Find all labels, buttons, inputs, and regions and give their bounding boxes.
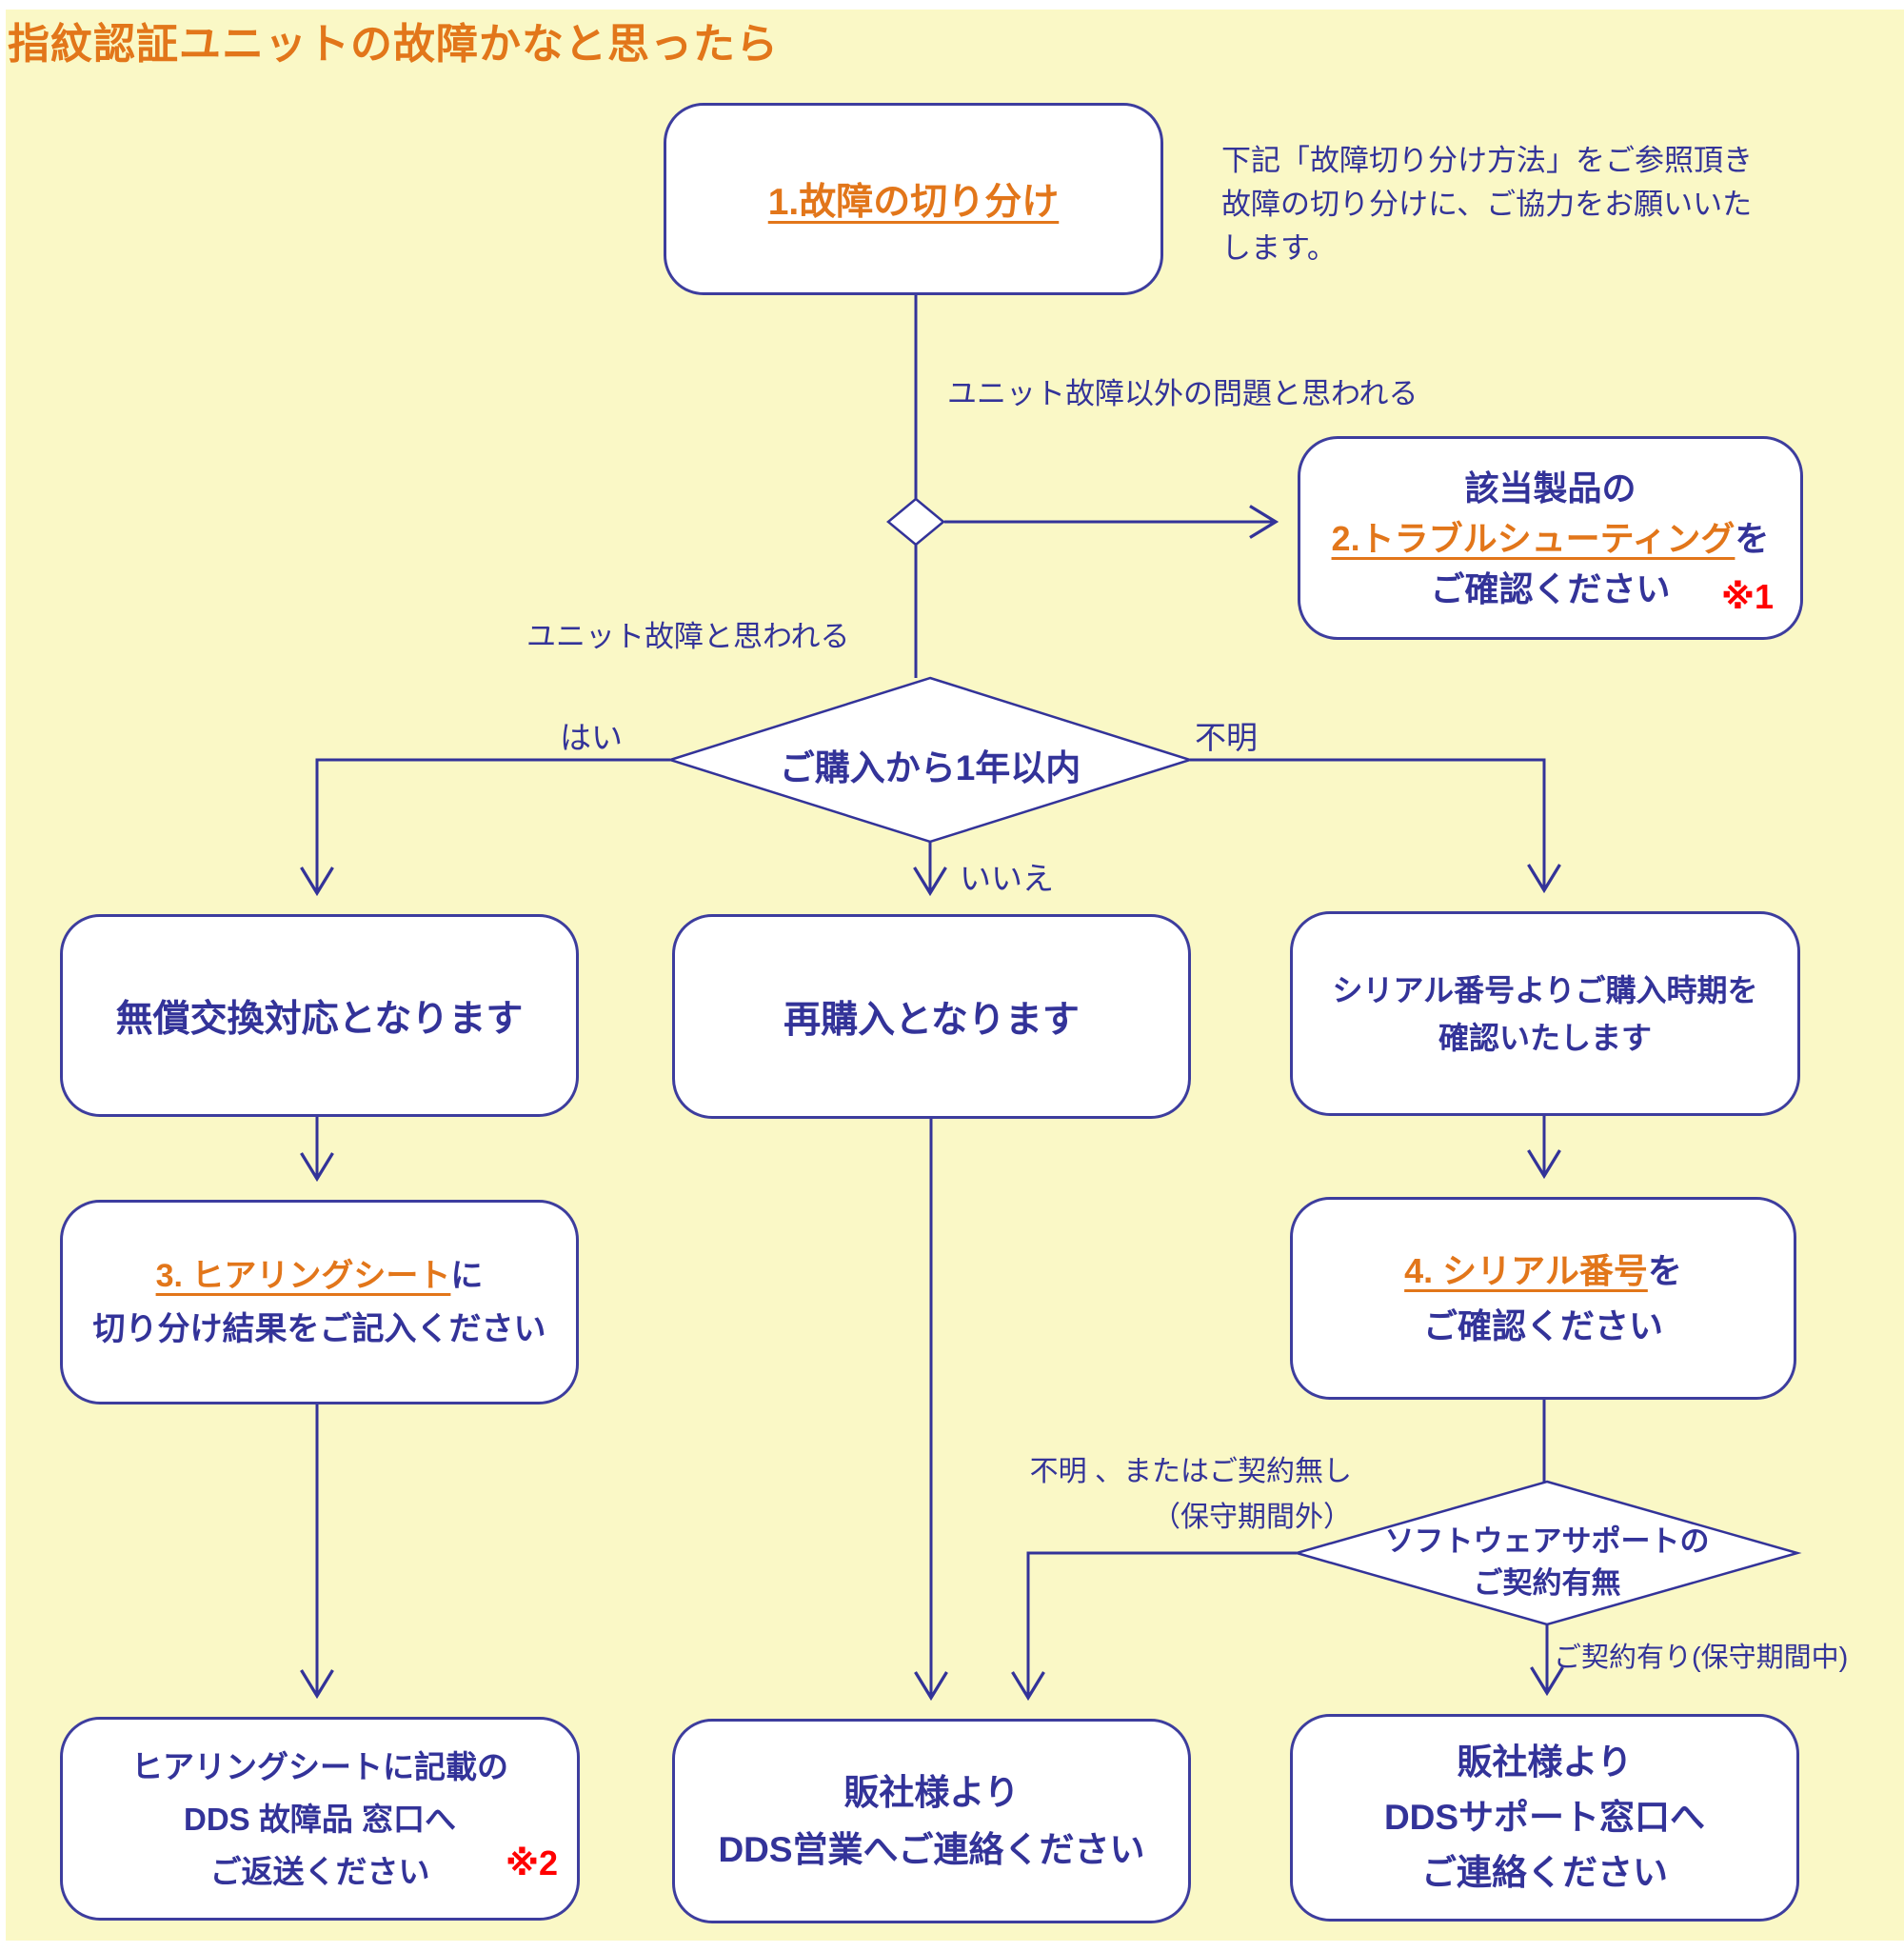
- decision-within-one-year-label: ご購入から1年以内: [779, 748, 1081, 787]
- hearing-sheet-suffix: に: [450, 1257, 484, 1294]
- serial-number-line-2: ご確認ください: [1422, 1305, 1663, 1345]
- contact-sales-line-2: DDS営業へご連絡ください: [718, 1829, 1145, 1869]
- decision-diamond-within-one-year: [665, 676, 1195, 844]
- ref-note-1: ※1: [1720, 577, 1774, 616]
- label-no-contract-line-2: （保守期間外）: [1152, 1502, 1352, 1533]
- page-title: 指紋認証ユニットの故障かなと思ったら: [8, 21, 779, 68]
- serial-period-line-2: 確認いたします: [1438, 1020, 1652, 1055]
- link-hearing-sheet[interactable]: 3. ヒアリングシート: [155, 1257, 451, 1294]
- edge-artifact-bottom: [0, 1941, 1904, 1952]
- repurchase-label: 再購入となります: [783, 999, 1080, 1041]
- serial-number-line-1: 4. シリアル番号を: [1404, 1244, 1682, 1299]
- edge-artifact-left: [0, 0, 6, 1952]
- node-contact-support: 販社様より DDSサポート窓口へ ご連絡ください: [1290, 1714, 1799, 1922]
- label-yes: はい: [560, 720, 623, 755]
- node-contact-sales: 販社様より DDS営業へご連絡ください: [672, 1719, 1191, 1923]
- troubleshooting-line-3: ご確認ください: [1430, 568, 1671, 608]
- serial-period-line-1: シリアル番号よりご購入時期を: [1332, 972, 1758, 1007]
- contact-support-line-2: DDSサポート窓口へ: [1383, 1798, 1706, 1837]
- junction-diamond: [886, 497, 945, 547]
- edge-no-contract-to-sales: [1011, 1551, 1297, 1702]
- edge-unknown-to-serial-check: [1190, 758, 1561, 894]
- note-line-3: します。: [1221, 231, 1337, 265]
- hearing-sheet-line-2: 切り分け結果をご記入ください: [92, 1310, 546, 1347]
- node-free-exchange: 無償交換対応となります: [60, 914, 579, 1117]
- note-text: 下記「故障切り分け方法」をご参照頂き 故障の切り分けに、ご協力をお願いいた しま…: [1221, 139, 1753, 270]
- label-unknown: 不明: [1195, 720, 1258, 755]
- link-troubleshooting[interactable]: 2.トラブルシューティング: [1331, 518, 1735, 558]
- contact-support-line-1: 販社様より: [1457, 1743, 1633, 1782]
- contact-sales-line-1: 販社様より: [843, 1772, 1020, 1812]
- return-item-line-1: ヒアリングシートに記載の: [131, 1748, 508, 1784]
- ref-note-2: ※2: [505, 1843, 558, 1882]
- hearing-sheet-line-1: 3. ヒアリングシートに: [156, 1249, 484, 1303]
- support-contract-line-2: ご契約有無: [1473, 1566, 1621, 1600]
- link-serial-number[interactable]: 4. シリアル番号: [1404, 1250, 1648, 1290]
- node-repurchase: 再購入となります: [672, 914, 1191, 1119]
- return-item-line-3: ご返送ください: [209, 1853, 430, 1889]
- troubleshooting-line-2: 2.トラブルシューティングを: [1332, 513, 1770, 564]
- label-no: いいえ: [960, 861, 1054, 896]
- label-unit-fault: ユニット故障と思われる: [526, 620, 850, 653]
- node-serial-period-check: シリアル番号よりご購入時期を 確認いたします: [1290, 911, 1800, 1116]
- label-no-contract: 不明 、またはご契約無し （保守期間外）: [933, 1449, 1352, 1541]
- support-contract-line-1: ソフトウェアサポートの: [1384, 1524, 1710, 1558]
- node-serial-number: 4. シリアル番号を ご確認ください: [1290, 1197, 1796, 1400]
- note-line-2: 故障の切り分けに、ご協力をお願いいた: [1221, 188, 1753, 221]
- contact-support-line-3: ご連絡ください: [1421, 1853, 1668, 1892]
- edge-yes-to-free-exchange: [300, 758, 670, 897]
- return-item-line-2: DDS 故障品 窓口へ: [183, 1801, 456, 1837]
- decision-support-contract-label: ソフトウェアサポートの ご契約有無: [1299, 1521, 1795, 1604]
- serial-number-suffix: を: [1647, 1250, 1682, 1290]
- link-fault-isolation[interactable]: 1.故障の切り分け: [767, 182, 1060, 223]
- label-not-unit-fault: ユニット故障以外の問題と思われる: [947, 377, 1418, 410]
- node-hearing-sheet: 3. ヒアリングシートに 切り分け結果をご記入ください: [60, 1200, 579, 1404]
- node-fault-isolation: 1.故障の切り分け: [664, 103, 1163, 295]
- decision-diamond-support-contract: [1292, 1480, 1802, 1626]
- edge-artifact-top: [0, 0, 1904, 10]
- label-has-contract: ご契約有り(保守期間中): [1554, 1643, 1849, 1673]
- free-exchange-label: 無償交換対応となります: [115, 998, 524, 1040]
- troubleshooting-line-1: 該当製品の: [1464, 468, 1636, 508]
- label-no-contract-line-1: 不明 、またはご契約無し: [1029, 1456, 1352, 1487]
- node-troubleshooting: 該当製品の 2.トラブルシューティングを ご確認ください ※1: [1298, 436, 1803, 640]
- node-return-item: ヒアリングシートに記載の DDS 故障品 窓口へ ご返送ください ※2: [60, 1717, 580, 1921]
- troubleshooting-suffix: を: [1735, 518, 1770, 558]
- note-line-1: 下記「故障切り分け方法」をご参照頂き: [1221, 144, 1753, 177]
